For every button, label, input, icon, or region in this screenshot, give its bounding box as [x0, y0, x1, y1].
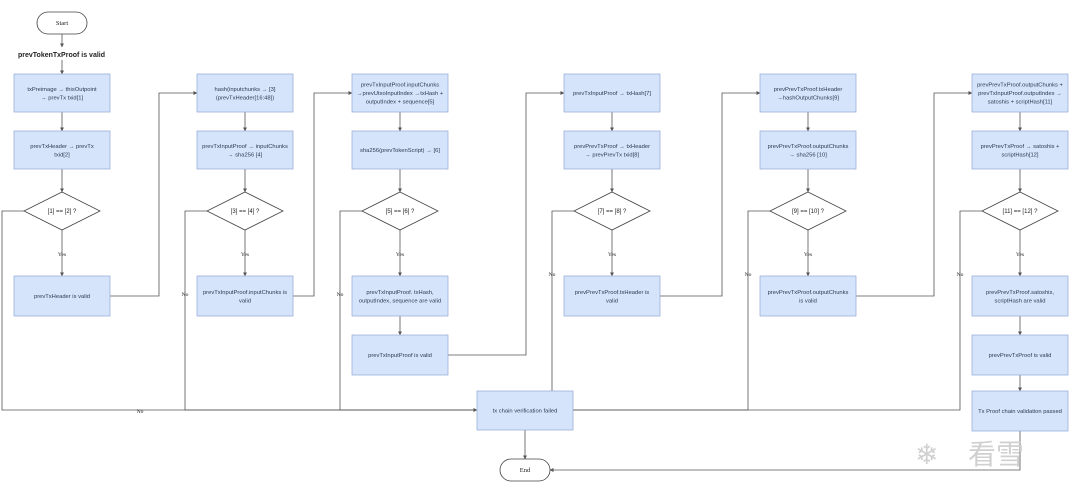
- col3-step2-text: sha256(prevTokenScript) → [6]: [360, 148, 440, 154]
- col4-step1: [563, 73, 661, 113]
- watermark: ❄ 看雪: [915, 438, 1024, 471]
- col2-step2-text: prevTxInputProof → inputChunks→ sha256 […: [202, 144, 288, 159]
- edge-col3-no: [339, 210, 477, 411]
- col6-final: [971, 390, 1069, 432]
- col1-step2: [13, 130, 111, 170]
- col3-step2: [351, 130, 449, 170]
- fail-box-text: tx chain verification failed: [493, 409, 558, 415]
- col1-no-label: No: [137, 409, 144, 415]
- col3-no-label: No: [337, 292, 344, 298]
- col4-step1-text: prevTxInputProof → txHash[7]: [573, 91, 651, 97]
- col1-step1: [13, 73, 111, 113]
- col3-decision: [361, 191, 439, 231]
- col5-step2: [759, 130, 857, 170]
- col2-yes-label: Yes: [241, 252, 249, 258]
- col6-decision: [981, 191, 1059, 231]
- edge-col3-to-col4: [448, 91, 565, 356]
- col1-step1-text: txPreimage → thisOutpoint→ prevTx txid[1…: [27, 87, 97, 102]
- col5-decision-text: [9] == [10] ?: [792, 209, 825, 215]
- col3-decision-text: [5] == [6] ?: [386, 209, 415, 215]
- col4-yes-label: Yes: [608, 252, 616, 258]
- col3-yes-label: Yes: [396, 252, 404, 258]
- col1-valid-text: prevTxHeader is valid: [34, 294, 90, 300]
- edge-col6-no: [477, 210, 982, 411]
- col4-step2-text: prevPrevTxProof → txHeader→ prevPrevTx t…: [574, 144, 650, 159]
- col2-decision: [206, 191, 284, 231]
- watermark-text: 看雪: [968, 438, 1024, 471]
- col6-step2-text: prevPrevTxProof → satoshis +scriptHash[1…: [981, 144, 1060, 159]
- edge-final-end: [549, 431, 1021, 472]
- edge-col4-no: [477, 210, 574, 411]
- end-terminal: [499, 458, 551, 482]
- start-terminal: [36, 11, 88, 35]
- col2-step1-text: hash(inputchunks → [3](prevTxHeader[16:4…: [215, 87, 276, 102]
- col6-final-text: Tx Proof chain validation passed: [978, 409, 1062, 415]
- col1-decision-text: [1] == [2] ?: [48, 209, 77, 215]
- edge-col4-to-col5: [660, 91, 761, 297]
- end-label: End: [520, 467, 531, 474]
- col6-extra: [971, 334, 1069, 376]
- col4-valid: [563, 275, 661, 317]
- col6-step1: [971, 73, 1069, 113]
- col3-valid: [351, 275, 449, 317]
- col6-yes-label: Yes: [1016, 252, 1024, 258]
- col5-step1-text: prevPrevTxProof.txHeader→hashOutputChunk…: [774, 87, 843, 102]
- edge-col2-no: [184, 210, 477, 411]
- edge-col2-to-col3: [293, 91, 353, 297]
- fail-box: [476, 390, 574, 431]
- col4-step2: [563, 130, 661, 170]
- heading-label: prevTokenTxProof is valid: [18, 52, 105, 59]
- col1-valid: [13, 275, 111, 317]
- col2-step1: [196, 73, 294, 113]
- col5-step2-text: prevPrevTxProof.outputChunks→ sha256 [10…: [768, 144, 849, 159]
- col2-step2: [196, 130, 294, 170]
- col4-decision-text: [7] == [8] ?: [598, 209, 627, 215]
- col3-extra: [351, 334, 449, 376]
- col3-step1: [351, 73, 449, 113]
- snowflake-icon: ❄: [915, 438, 938, 471]
- col4-decision: [573, 191, 651, 231]
- col5-valid: [759, 275, 857, 317]
- col2-decision-text: [3] == [4] ?: [231, 209, 260, 215]
- col5-decision: [769, 191, 847, 231]
- col2-no-label: No: [182, 292, 189, 298]
- col6-valid-text: prevPrevTxProof.satoshis,scriptHash are …: [986, 290, 1054, 305]
- col6-decision-text: [11] == [12] ?: [1003, 209, 1039, 215]
- col6-valid: [971, 275, 1069, 317]
- col5-yes-label: Yes: [804, 252, 812, 258]
- col6-extra-text: prevPrevTxProof is valid: [989, 353, 1052, 359]
- col1-yes-label: Yes: [58, 252, 66, 258]
- col1-decision: [23, 191, 101, 231]
- col3-valid-text: prevTxInputProof. txHash,outputIndex, se…: [359, 290, 441, 305]
- col6-no-label: No: [957, 272, 964, 278]
- col4-no-label: No: [549, 272, 556, 278]
- col5-step1: [759, 73, 857, 113]
- col6-step2: [971, 130, 1069, 170]
- edge-col1-to-col2: [110, 91, 198, 297]
- col5-no-label: No: [745, 272, 752, 278]
- edge-col5-to-col6: [856, 91, 973, 297]
- col3-extra-text: prevTxInputProof is valid: [368, 353, 432, 359]
- start-label: Start: [56, 20, 68, 27]
- col3-step1-text: prevTxInputProof.inputChunks→prevUtxoInp…: [357, 83, 444, 106]
- col2-valid: [196, 275, 294, 317]
- col6-step1-text: prevPrevTxProof.outputChunks +prevTxInpu…: [977, 83, 1063, 106]
